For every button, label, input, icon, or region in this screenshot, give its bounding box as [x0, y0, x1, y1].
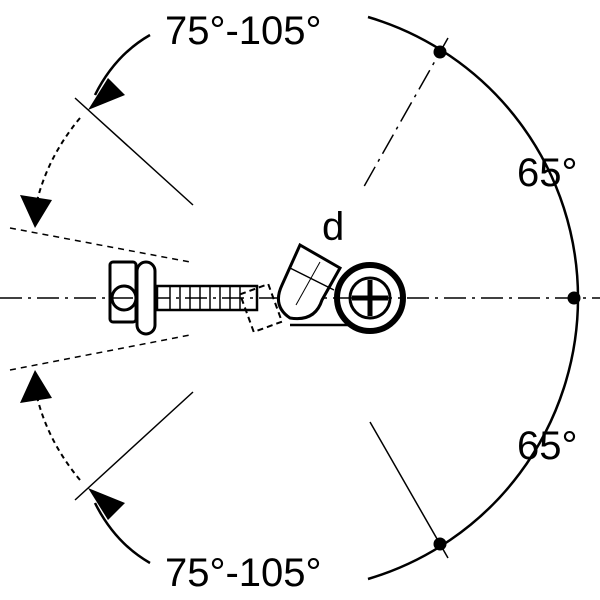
- upper-centerline: [361, 37, 449, 191]
- arrowhead-icon: [88, 488, 125, 520]
- trap-component: [108, 242, 406, 336]
- arrowhead-icon: [88, 78, 125, 110]
- arrowhead-icon: [20, 195, 52, 228]
- bottom-angle-label: 75°-105°: [165, 551, 322, 595]
- top-angle-label: 75°-105°: [165, 9, 322, 53]
- outer-arc-bottom-left: [93, 502, 151, 565]
- outer-arc-top-left: [93, 33, 151, 96]
- lower-left-line: [74, 391, 194, 501]
- dashed-arc-lower: [34, 387, 81, 481]
- upper-left-line: [74, 97, 194, 206]
- arrowhead-icon: [20, 370, 52, 403]
- right-upper-angle-label: 65°: [517, 151, 578, 195]
- lower-limit-line: [369, 421, 449, 559]
- dashed-arc-upper: [34, 117, 81, 211]
- dashed-limit-lower: [9, 334, 191, 371]
- right-lower-angle-label: 65°: [517, 424, 578, 468]
- dimension-d-label: d: [322, 205, 344, 249]
- dashed-limit-upper: [9, 227, 191, 263]
